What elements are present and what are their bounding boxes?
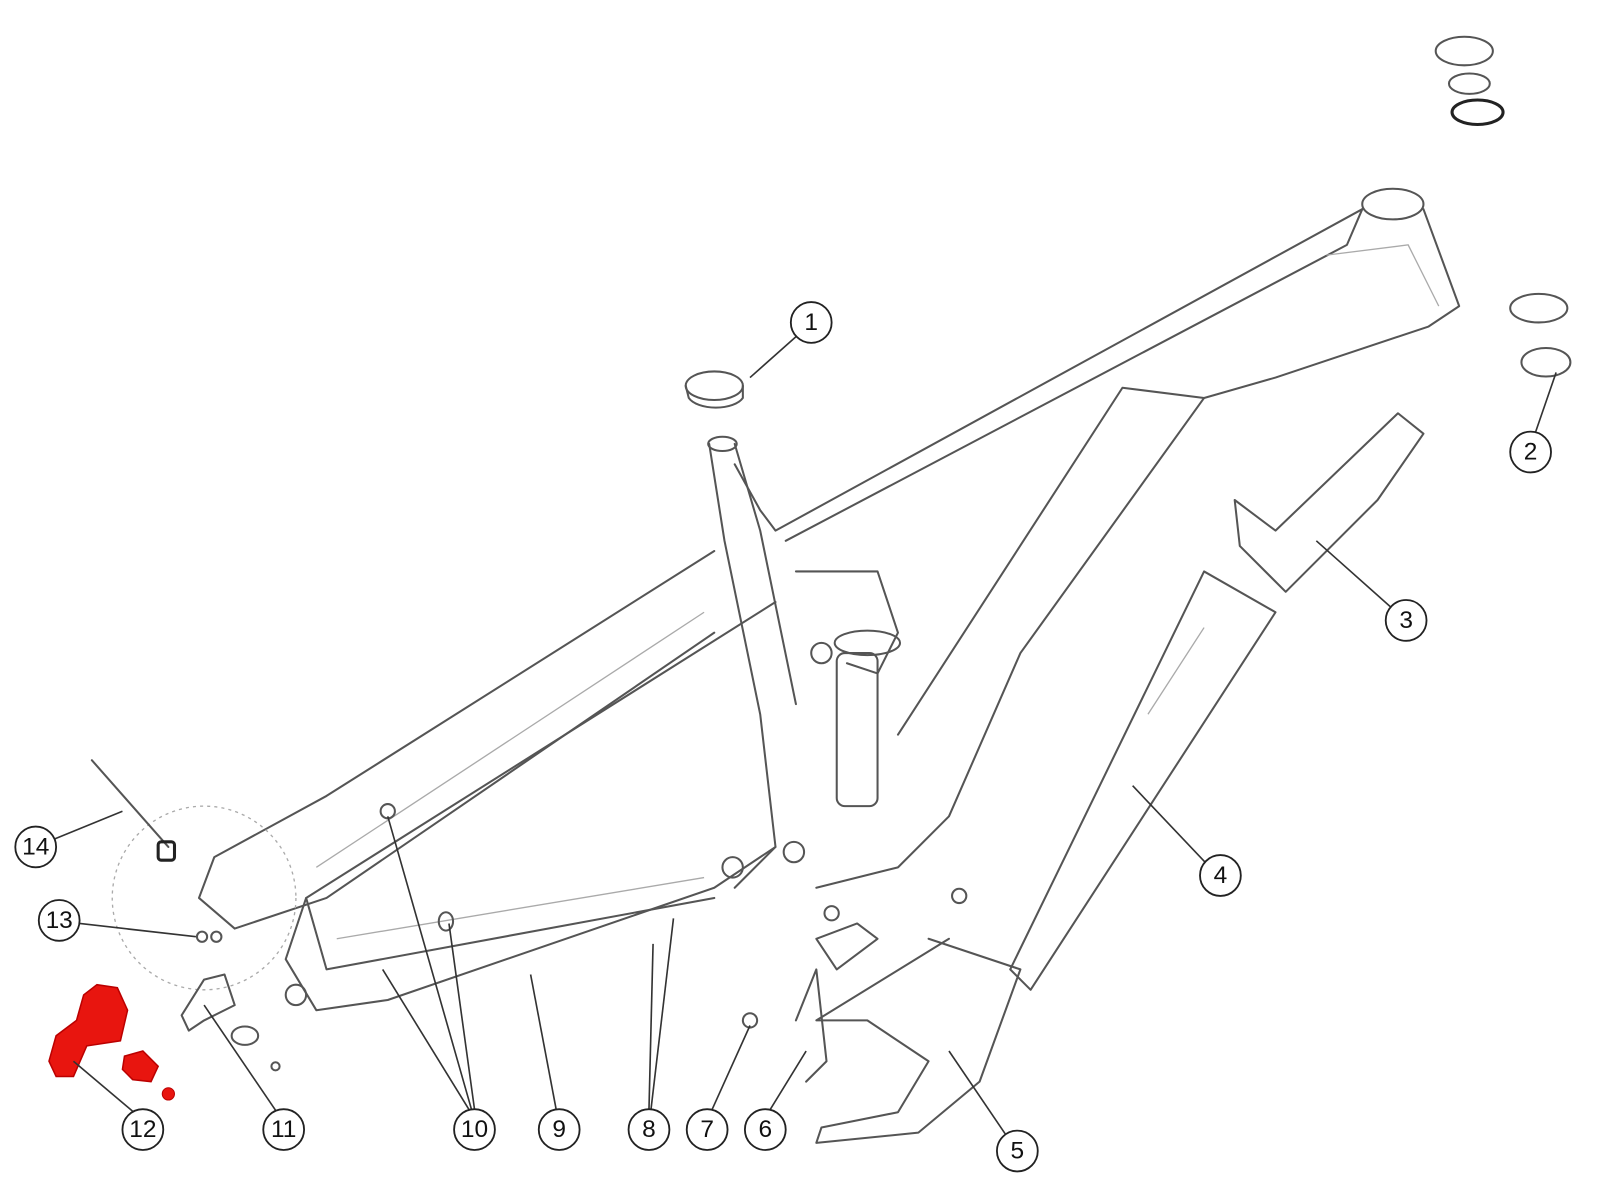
guard-parts <box>794 412 1425 1144</box>
svg-text:13: 13 <box>46 907 73 934</box>
svg-text:6: 6 <box>759 1116 773 1143</box>
svg-text:10: 10 <box>461 1116 488 1143</box>
svg-text:5: 5 <box>1011 1138 1025 1165</box>
callout-5: 5 <box>948 1050 1039 1173</box>
svg-text:12: 12 <box>129 1116 156 1143</box>
callout-12: 12 <box>72 1060 165 1151</box>
svg-text:2: 2 <box>1524 439 1538 466</box>
headset-bearings-top <box>1434 35 1505 127</box>
callout-3: 3 <box>1315 540 1428 642</box>
callouts: 1 2 3 4 5 6 7 8 9 10 11 12 13 14 <box>14 301 1557 1173</box>
svg-text:7: 7 <box>700 1116 714 1143</box>
callout-7: 7 <box>685 1025 751 1151</box>
svg-text:14: 14 <box>22 833 49 860</box>
derailleur-hanger-highlighted <box>48 983 175 1101</box>
callout-8: 8 <box>627 918 675 1151</box>
seat-clamp <box>684 370 744 409</box>
rotor-and-dropout <box>90 759 968 1072</box>
headset-bearings-lower <box>1509 292 1572 378</box>
callout-13: 13 <box>37 899 197 942</box>
callout-2: 2 <box>1509 372 1557 474</box>
svg-text:9: 9 <box>552 1116 566 1143</box>
svg-text:4: 4 <box>1214 862 1228 889</box>
callout-4: 4 <box>1132 785 1242 897</box>
svg-text:8: 8 <box>642 1116 656 1143</box>
callout-1: 1 <box>749 301 833 379</box>
main-frame <box>197 187 1461 1012</box>
callout-10: 10 <box>381 816 496 1151</box>
callout-11: 11 <box>203 1004 305 1151</box>
svg-text:1: 1 <box>804 309 818 336</box>
svg-text:3: 3 <box>1399 607 1413 634</box>
svg-text:11: 11 <box>271 1116 296 1143</box>
callout-9: 9 <box>529 974 581 1151</box>
callout-14: 14 <box>14 810 123 869</box>
callout-6: 6 <box>743 1050 807 1151</box>
